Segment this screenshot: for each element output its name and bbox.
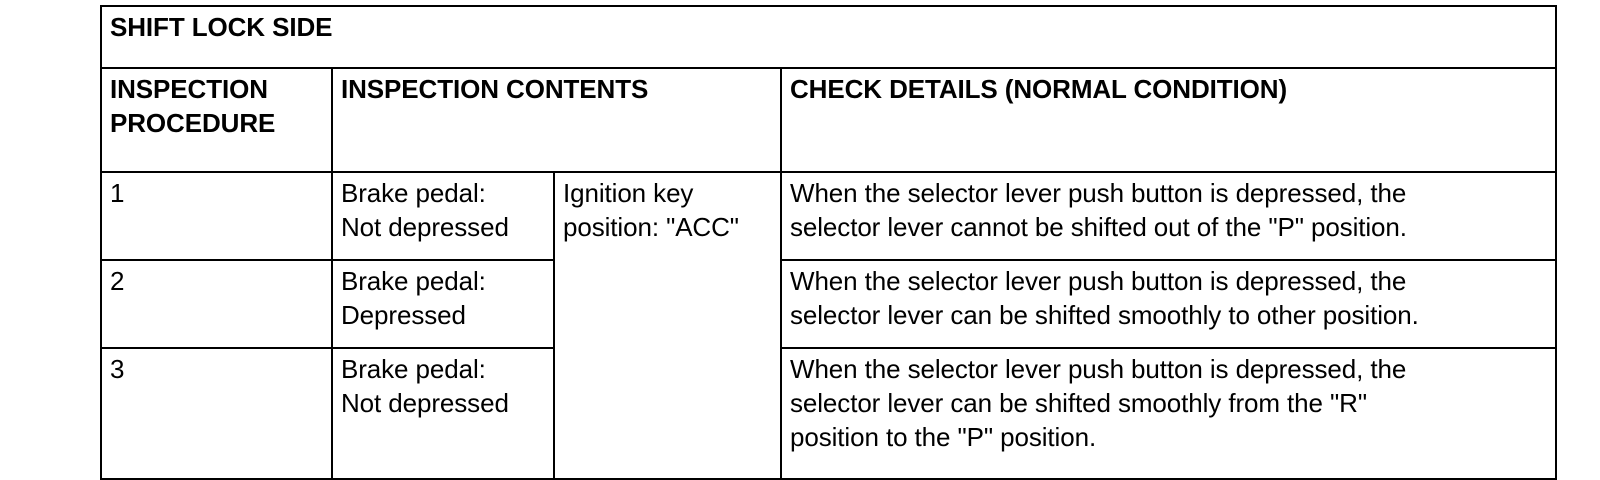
row-check-details: When the selector lever push button is d… xyxy=(779,347,1558,480)
row-number: 3 xyxy=(100,347,333,480)
row-check-details-line1: When the selector lever push button is d… xyxy=(790,178,1407,208)
row-condition-brake: Brake pedal: Depressed xyxy=(331,259,555,349)
row-condition-brake: Brake pedal: Not depressed xyxy=(331,347,555,480)
row-condition-brake-line1: Brake pedal: xyxy=(341,354,486,384)
table-title-row: SHIFT LOCK SIDE xyxy=(99,5,1558,69)
header-check-details: CHECK DETAILS (NORMAL CONDITION) xyxy=(779,67,1558,173)
row-condition-brake: Brake pedal: Not depressed xyxy=(331,171,555,261)
row-check-details-line1: When the selector lever push button is d… xyxy=(790,266,1407,296)
row-condition-ignition-key-line1: Ignition key xyxy=(563,178,694,208)
row-condition-brake-line1: Brake pedal: xyxy=(341,178,486,208)
row-condition-brake-line1: Brake pedal: xyxy=(341,266,486,296)
row-check-details: When the selector lever push button is d… xyxy=(779,171,1558,261)
row-number: 2 xyxy=(100,259,333,349)
row-condition-brake-line2: Not depressed xyxy=(341,387,509,418)
table-title: SHIFT LOCK SIDE xyxy=(99,5,1558,69)
row-check-details-line2: selector lever cannot be shifted out of … xyxy=(790,211,1407,242)
row-check-details: When the selector lever push button is d… xyxy=(779,259,1558,349)
row-number: 1 xyxy=(100,171,333,261)
row-condition-ignition-key: Ignition key position: "ACC" xyxy=(553,171,782,480)
table-row: 1 Brake pedal: Not depressed Ignition ke… xyxy=(100,171,1558,480)
shift-lock-inspection-table: SHIFT LOCK SIDE INSPECTION PROCEDURE INS… xyxy=(99,5,1558,480)
row-condition-ignition-key-line2: position: "ACC" xyxy=(563,211,739,242)
header-inspection-procedure-line1: INSPECTION xyxy=(110,74,268,104)
row-check-details-line2: selector lever can be shifted smoothly f… xyxy=(790,387,1367,418)
table-row: 3 Brake pedal: Not depressed When the se… xyxy=(100,347,1558,480)
table-header-row: INSPECTION PROCEDURE INSPECTION CONTENTS… xyxy=(100,67,1558,173)
row-condition-brake-line2: Not depressed xyxy=(341,211,509,242)
table-row: 2 Brake pedal: Depressed When the select… xyxy=(100,259,1558,349)
row-check-details-line3: position to the "P" position. xyxy=(790,421,1097,452)
header-inspection-contents: INSPECTION CONTENTS xyxy=(331,67,782,173)
header-inspection-procedure-line2: PROCEDURE xyxy=(110,107,276,138)
row-condition-brake-line2: Depressed xyxy=(341,299,466,330)
row-check-details-line1: When the selector lever push button is d… xyxy=(790,354,1407,384)
row-check-details-line2: selector lever can be shifted smoothly t… xyxy=(790,299,1419,330)
header-inspection-procedure: INSPECTION PROCEDURE xyxy=(100,67,333,173)
